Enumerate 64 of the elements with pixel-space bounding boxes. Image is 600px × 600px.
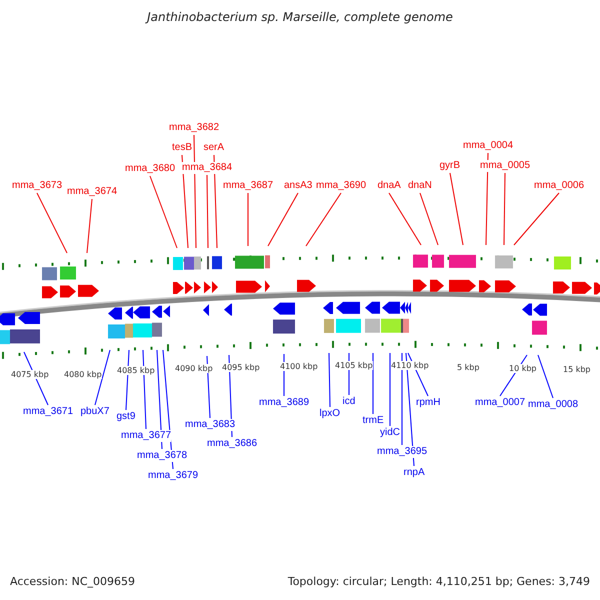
gene-label: mma_3671 [23,406,74,418]
gene-label: mma_3684 [182,162,232,174]
gene-label: yidC [380,427,400,439]
gene-label: mma_3673 [12,180,62,192]
leader-line [514,192,560,246]
leader-line [486,152,488,246]
gene-label: mma_3679 [148,470,198,482]
scale-label: 15 kbp [563,365,591,374]
leader-line [142,350,146,430]
gene-label: mma_0004 [463,140,514,152]
leader-line [182,154,188,248]
gene-label: mma_3674 [67,186,118,198]
gene-label: mma_3687 [223,180,274,192]
scale-label: 4090 kbp [175,364,213,373]
gene-label: mma_3682 [169,122,220,134]
gene-label: mma_0006 [534,180,584,192]
gene-label: mma_3680 [125,163,176,175]
gene-label: mma_0007 [475,397,526,409]
leader-line [372,352,374,414]
gene-label: mma_3683 [185,419,236,431]
gene-label: mma_0008 [528,399,578,411]
gene-label: mma_3689 [259,397,310,409]
scale-label: 4085 kbp [117,366,155,375]
gene-label: mma_3695 [377,446,428,458]
leader-line [214,154,218,248]
gene-label: gst9 [116,411,136,423]
scale-label: 4095 kbp [222,363,260,372]
leader-line [86,198,92,254]
genome-summary-text: Topology: circular; Length: 4,110,251 bp; Genes: 3,749 [288,575,590,588]
leader-line [156,350,162,450]
gene-label: lpxO [320,408,340,420]
gene-label: rpmH [416,397,440,409]
leader-line [306,192,342,246]
gene-label: rnpA [404,467,425,479]
leader-line [420,192,438,246]
scale-label: 10 kbp [509,364,537,373]
gene-label: mma_3677 [121,430,172,442]
gene-label: pbuX7 [80,406,110,418]
leader-line [150,176,178,248]
leader-line [504,172,506,246]
leader-line [450,172,464,246]
leader-line [538,354,554,398]
scale-label: 4105 kbp [335,361,373,370]
leader-line [194,134,196,248]
leader-line [94,350,110,406]
title: Janthinobacterium sp. Marseille, complete genome [144,10,454,24]
leader-line [328,352,330,408]
scale-label: 4075 kbp [11,370,49,379]
gene-label: mma_3690 [316,180,366,192]
scale-label: 4080 kbp [64,370,102,379]
scale-label: 4100 kbp [280,362,318,371]
leader-line [206,174,208,248]
scale-label: 5 kbp [457,363,480,372]
gene-label: mma_0005 [480,160,530,172]
gene-label: gyrB [440,160,460,172]
leader-line [388,192,422,246]
accession-text: Accession: NC_009659 [10,575,136,588]
scale-label: 4110 kbp [391,361,429,370]
leader-line [24,352,48,406]
leader-line [206,356,210,418]
gene-label: mma_3686 [207,438,258,450]
leader-line [268,192,298,246]
leader-line [36,192,68,254]
gene-label: mma_3678 [137,450,188,462]
